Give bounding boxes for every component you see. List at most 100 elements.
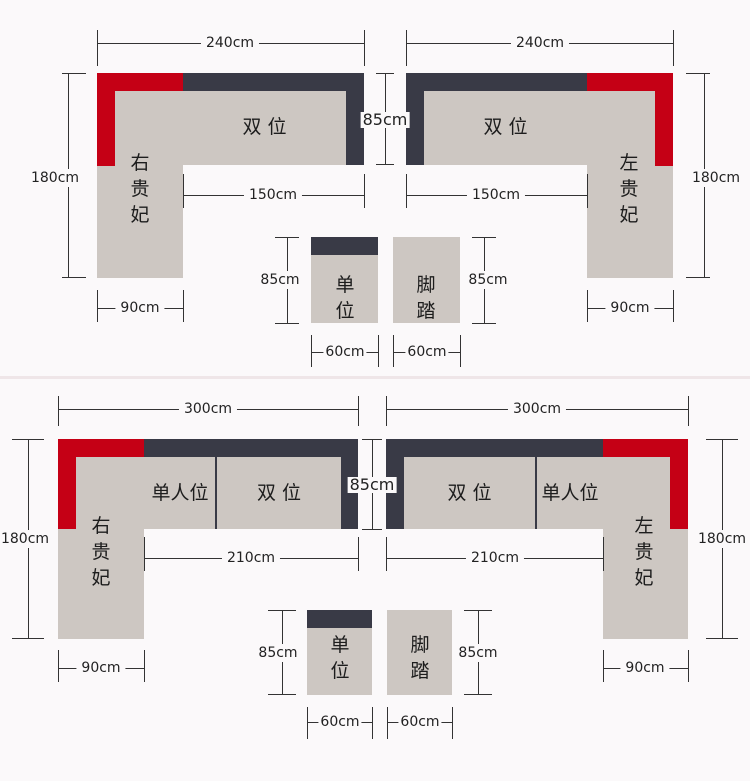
dim-tick xyxy=(688,650,689,682)
top-footstool-width-dim: 60cm xyxy=(405,344,449,360)
bottom-single-back xyxy=(307,610,372,628)
bottom-right-height-dim: 180cm xyxy=(697,530,747,548)
bottom-right-double-label: 双 位 xyxy=(447,482,492,504)
top-left-chaise-label: 左贵妃 xyxy=(619,152,639,226)
dim-tick xyxy=(364,174,365,208)
bottom-left-chaise-seat xyxy=(58,529,144,639)
bottom-left-width-dim: 300cm xyxy=(178,401,238,417)
panel-divider xyxy=(0,376,750,379)
bottom-left-seat-width-dim: 210cm xyxy=(221,550,281,566)
top-footstool-label: 脚踏 xyxy=(416,274,436,322)
top-back-height-dim: 85cm xyxy=(360,110,410,129)
dim-tick xyxy=(364,30,365,66)
dim-tick xyxy=(386,396,387,426)
dim-tick xyxy=(275,323,299,324)
dim-tick xyxy=(97,290,98,322)
dim-tick xyxy=(372,707,373,739)
bottom-single-width-dim: 60cm xyxy=(318,714,362,730)
dim-tick xyxy=(393,335,394,367)
dim-tick xyxy=(387,707,388,739)
dim-tick xyxy=(587,290,588,322)
top-right-width-dim: 240cm xyxy=(510,35,570,51)
top-left-double-seat xyxy=(183,91,346,165)
dim-tick xyxy=(268,694,296,695)
bottom-footstool-label: 脚踏 xyxy=(410,634,430,682)
bottom-right-chaise-label: 右贵妃 xyxy=(91,515,111,589)
top-single-back xyxy=(311,237,378,255)
dim-tick xyxy=(464,694,492,695)
dim-tick xyxy=(686,277,710,278)
bottom-back-height-dim: 85cm xyxy=(347,475,397,494)
bottom-single-seat xyxy=(307,628,372,695)
dim-tick xyxy=(97,30,98,66)
top-footstool-height-dim: 85cm xyxy=(468,271,508,289)
dim-tick xyxy=(311,335,312,367)
top-right-seat-width-dim: 150cm xyxy=(466,187,526,203)
top-right-height-dim: 180cm xyxy=(691,169,741,187)
top-right-chaise-seat xyxy=(587,166,673,278)
dim-tick xyxy=(378,335,379,367)
dim-tick xyxy=(183,290,184,322)
dim-tick xyxy=(144,650,145,682)
top-left-double-label: 双 位 xyxy=(242,116,287,138)
bottom-right-single-person-label: 单人位 xyxy=(541,482,599,504)
dim-tick xyxy=(673,290,674,322)
dim-tick xyxy=(452,707,453,739)
bottom-footstool xyxy=(387,610,452,695)
top-single-height-dim: 85cm xyxy=(260,271,300,289)
dim-tick xyxy=(358,537,359,571)
dim-tick xyxy=(12,638,44,639)
dim-tick xyxy=(587,174,588,208)
top-left-seat-width-dim: 150cm xyxy=(243,187,303,203)
bottom-right-double-seat xyxy=(404,457,535,529)
bottom-right-single-person-seat xyxy=(537,457,603,529)
dim-tick xyxy=(603,650,604,682)
bottom-right-chaise-seat-inner xyxy=(603,457,670,533)
top-footstool xyxy=(393,237,460,323)
top-right-double-label: 双 位 xyxy=(483,116,528,138)
bottom-left-height-dim: 180cm xyxy=(0,530,50,548)
bottom-right-seat-width-dim: 210cm xyxy=(465,550,525,566)
dim-tick xyxy=(686,73,710,74)
top-left-height-dim: 180cm xyxy=(30,169,80,187)
bottom-footstool-width-dim: 60cm xyxy=(398,714,442,730)
top-single-label: 单位 xyxy=(335,274,355,322)
bottom-footstool-height-dim: 85cm xyxy=(458,644,498,662)
bottom-right-width-dim: 300cm xyxy=(507,401,567,417)
top-left-width-dim: 240cm xyxy=(200,35,260,51)
bottom-left-single-person-seat xyxy=(144,457,215,529)
dim-tick xyxy=(144,537,145,571)
dim-tick xyxy=(358,396,359,426)
top-right-chaise-label: 右贵妃 xyxy=(130,152,150,226)
dim-tick xyxy=(406,174,407,208)
dim-tick xyxy=(460,335,461,367)
top-right-double-seat xyxy=(424,91,587,165)
dim-tick xyxy=(376,164,394,165)
top-right-chaise-seat-inner xyxy=(587,91,655,171)
dim-tick xyxy=(706,638,738,639)
dim-tick xyxy=(472,323,496,324)
top-left-chaise-seat-inner xyxy=(115,91,183,171)
bottom-left-chaise-seat-inner xyxy=(76,457,144,533)
dim-tick xyxy=(183,174,184,208)
dim-tick xyxy=(307,707,308,739)
dim-tick xyxy=(58,396,59,426)
dim-tick xyxy=(362,529,382,530)
dim-tick xyxy=(58,650,59,682)
bottom-left-double-seat xyxy=(217,457,341,529)
top-right-chaise-width-dim: 90cm xyxy=(605,300,655,316)
top-single-seat xyxy=(311,255,378,323)
dim-tick xyxy=(62,277,86,278)
dim-tick xyxy=(386,537,387,571)
dim-tick xyxy=(688,396,689,426)
bottom-left-chaise-width-dim: 90cm xyxy=(76,660,126,676)
bottom-left-single-person-label: 单人位 xyxy=(151,482,209,504)
bottom-single-height-dim: 85cm xyxy=(258,644,298,662)
top-left-chaise-width-dim: 90cm xyxy=(115,300,165,316)
bottom-right-chaise-width-dim: 90cm xyxy=(620,660,670,676)
dim-tick xyxy=(603,537,604,571)
top-left-chaise-seat xyxy=(97,166,183,278)
bottom-right-chaise-seat xyxy=(603,529,688,639)
bottom-single-label: 单位 xyxy=(330,634,350,682)
bottom-left-chaise-label: 左贵妃 xyxy=(634,515,654,589)
